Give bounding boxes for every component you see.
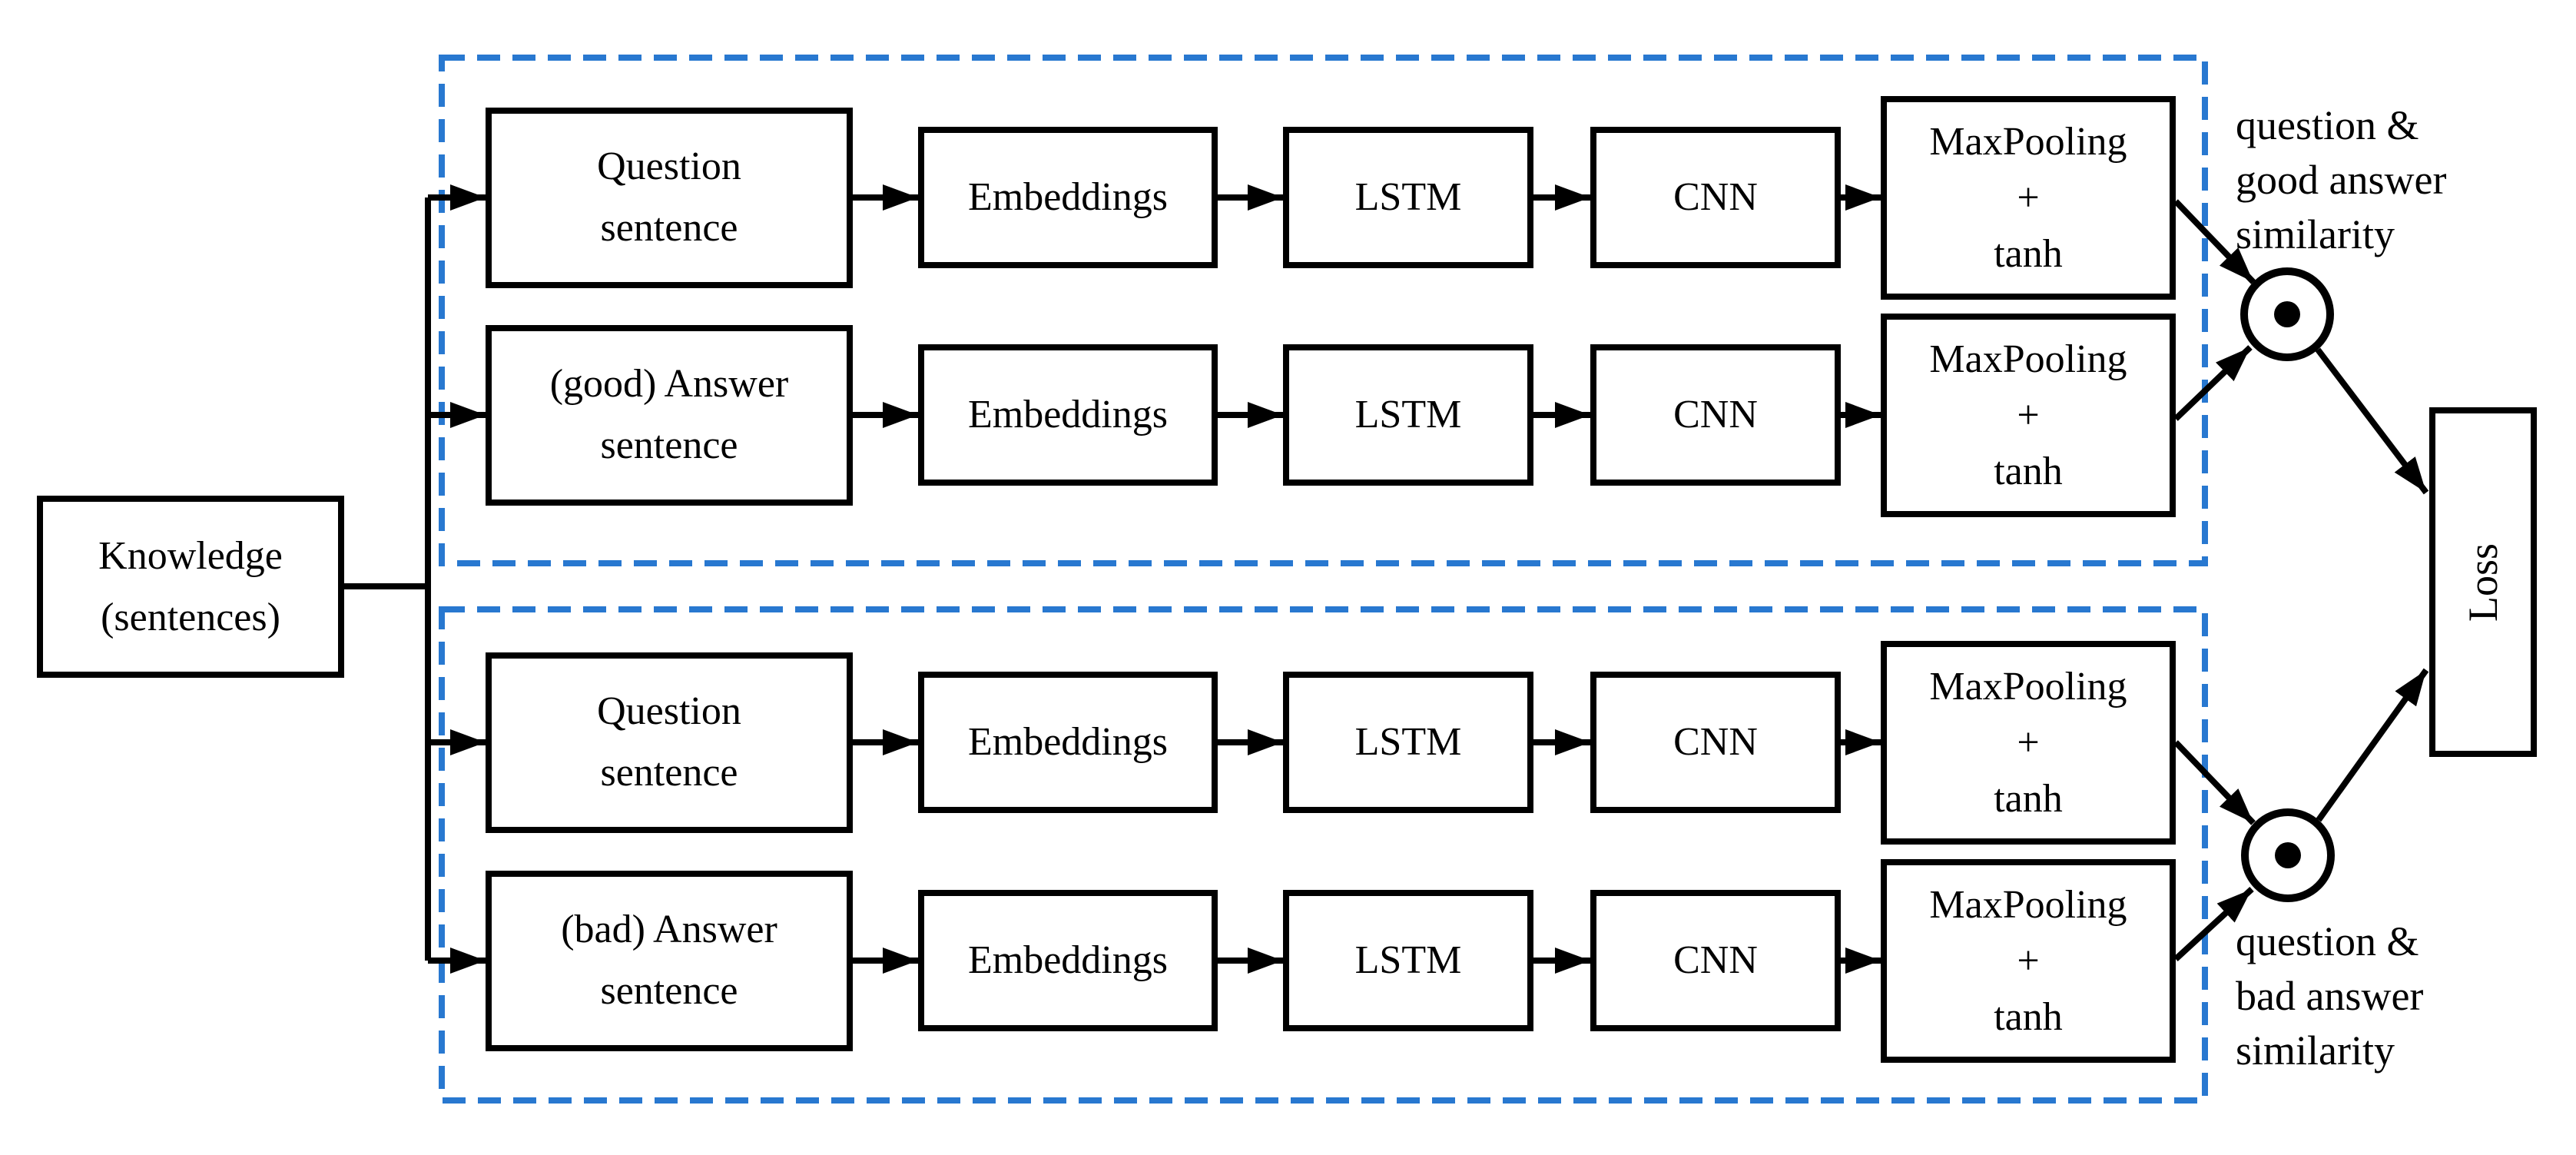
loss-box: Loss	[2429, 407, 2537, 757]
cnn-box: CNN	[1590, 344, 1841, 486]
cnn-box: CNN	[1590, 890, 1841, 1031]
bad-answer-group-border	[439, 606, 2208, 1104]
embeddings-box: Embeddings	[918, 127, 1218, 268]
arrow-pool4-to-bad-node	[2173, 887, 2254, 961]
arrow-bad-node-to-loss	[2316, 668, 2429, 822]
loss-label: Loss	[2459, 543, 2506, 622]
maxpooling-tanh-box: MaxPooling + tanh	[1881, 95, 2176, 300]
maxpooling-tanh-box: MaxPooling + tanh	[1881, 640, 2176, 845]
embeddings-box: Embeddings	[918, 890, 1218, 1031]
embeddings-box: Embeddings	[918, 672, 1218, 813]
arrow-good-node-to-loss	[2315, 347, 2429, 495]
good-answer-similarity-label: question & good answer similarity	[2236, 102, 2447, 257]
cnn-box: CNN	[1590, 672, 1841, 813]
good-answer-sentence-box: (good) Answer sentence	[486, 324, 853, 506]
question-sentence-box: Question sentence	[486, 652, 853, 833]
maxpooling-tanh-box: MaxPooling + tanh	[1881, 313, 2176, 517]
lstm-box: LSTM	[1283, 344, 1533, 486]
cnn-box: CNN	[1590, 127, 1841, 268]
arrow-pool3-to-bad-node	[2173, 740, 2256, 825]
dot-product-icon	[2240, 267, 2334, 361]
lstm-box: LSTM	[1283, 127, 1533, 268]
knowledge-box: Knowledge (sentences)	[37, 496, 344, 678]
question-sentence-box: Question sentence	[486, 107, 853, 288]
lstm-box: LSTM	[1283, 672, 1533, 813]
dot-product-icon	[2241, 808, 2335, 902]
arrow-pool1-to-good-node	[2173, 199, 2256, 284]
bad-answer-sentence-box: (bad) Answer sentence	[486, 870, 853, 1051]
arrow-pool2-to-good-node	[2173, 345, 2253, 421]
good-answer-group-border	[439, 55, 2208, 566]
lstm-box: LSTM	[1283, 890, 1533, 1031]
bad-answer-similarity-label: question & bad answer similarity	[2236, 918, 2424, 1074]
maxpooling-tanh-box: MaxPooling + tanh	[1881, 858, 2176, 1063]
embeddings-box: Embeddings	[918, 344, 1218, 486]
